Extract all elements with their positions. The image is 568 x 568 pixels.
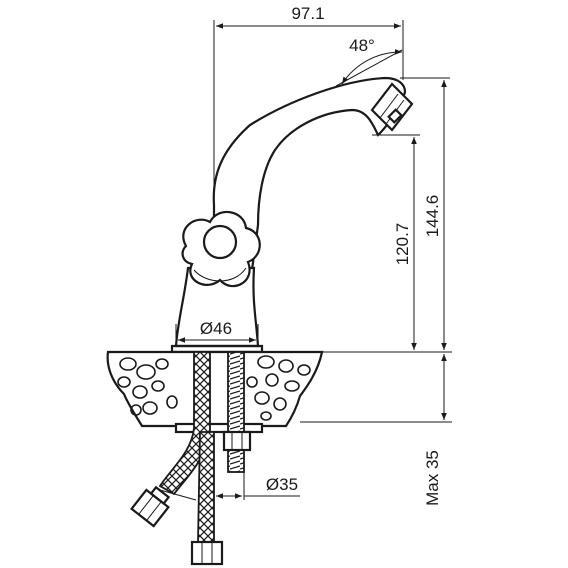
nut [222, 430, 252, 452]
dimension-labels: 97.1 48° 144.6 120.7 Ø46 Ø35 Max 35 [200, 4, 442, 506]
aerator [370, 82, 414, 132]
hose-right [197, 431, 215, 543]
countertop-section [106, 350, 324, 428]
handle-cap [202, 224, 238, 260]
handle[interactable] [181, 211, 261, 288]
dimension-lines [159, 20, 452, 501]
label-spout-angle: 48° [349, 36, 375, 55]
mounting-hardware [130, 351, 264, 566]
label-spout-outlet-height: 120.7 [393, 223, 412, 266]
label-spout-reach: 97.1 [291, 4, 324, 23]
label-shank-diameter: Ø35 [266, 475, 298, 494]
fitting-right [190, 540, 224, 566]
threaded-stud [227, 351, 245, 473]
label-spout-height-total: 144.6 [423, 195, 442, 238]
label-max-counter-thickness: Max 35 [423, 450, 442, 506]
washer-plate [174, 422, 264, 434]
label-body-diameter: Ø46 [200, 319, 232, 338]
spout [212, 76, 414, 272]
fitting-left [130, 485, 171, 528]
stone-texture [117, 355, 311, 421]
